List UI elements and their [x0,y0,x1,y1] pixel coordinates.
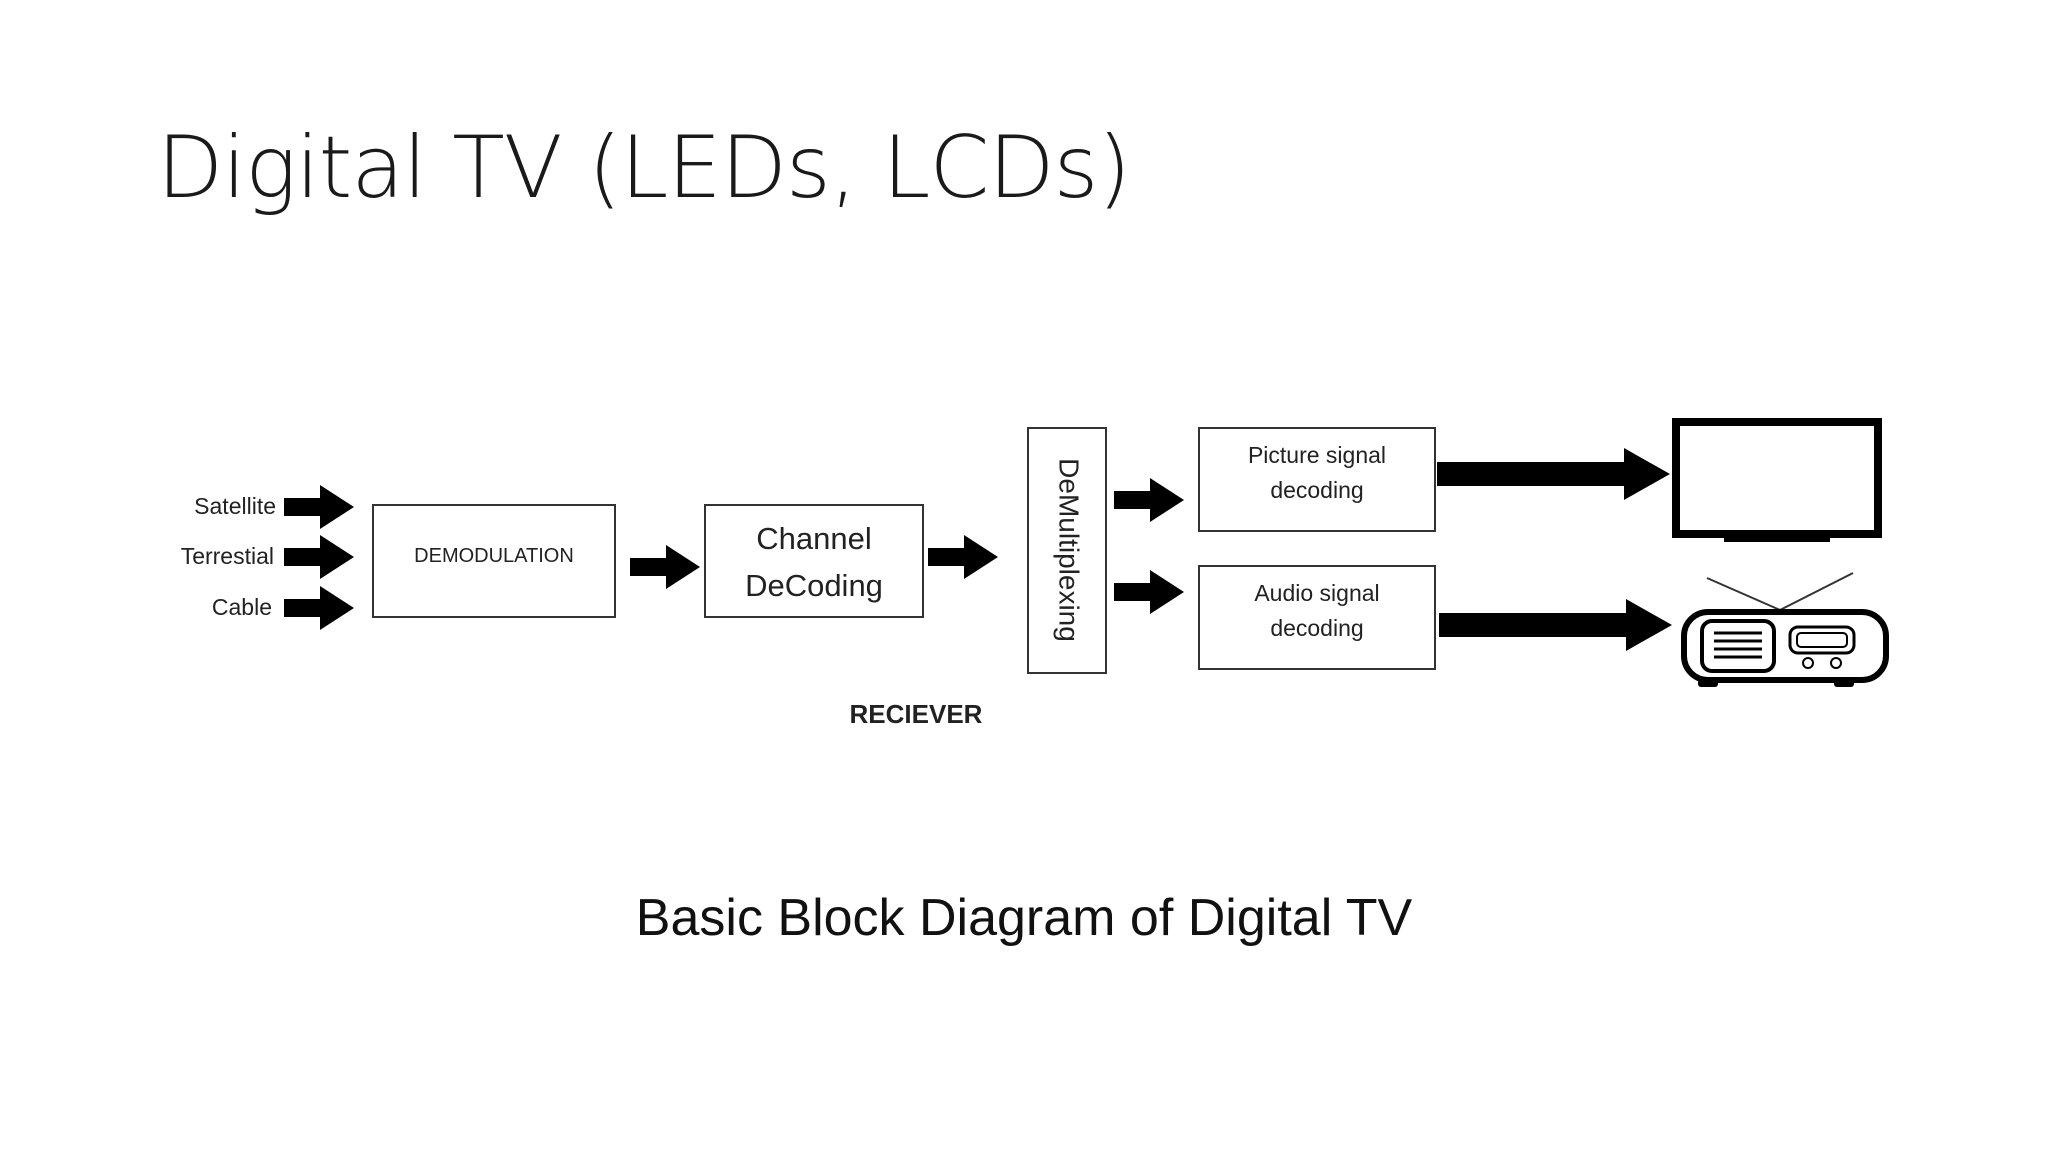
input-label-satellite: Satellite [194,493,276,519]
terrestial-arrow [284,535,354,579]
picture-to-tv-arrow [1437,448,1670,500]
television-icon [1672,418,1882,542]
audio-decoding-label-line2: decoding [1270,615,1363,641]
demod-to-channel-arrow [630,545,700,589]
receiver-label: RECIEVER [850,699,983,729]
demultiplexing-block [1027,427,1107,674]
slide-title: Digital TV (LEDs, LCDs) [157,118,1131,218]
picture-decoding-label-line2: decoding [1270,477,1363,503]
cable-arrow [284,586,354,630]
channel-decoding-label-line2: DeCoding [745,568,883,603]
input-label-cable: Cable [212,594,272,620]
demux-to-picture-arrow [1114,478,1184,522]
channel-decoding-label-line1: Channel [756,521,871,556]
slide-caption: Basic Block Diagram of Digital TV [635,889,1413,947]
picture-decoding-label-line1: Picture signal [1248,442,1386,468]
demodulation-label: DEMODULATION [414,545,574,567]
picture-decoding-block [1198,427,1436,532]
audio-decoding-label-line1: Audio signal [1254,580,1379,606]
radio-icon [1681,572,1889,687]
channel-to-demux-arrow [928,535,998,579]
channel-decoding-block [704,504,924,618]
audio-to-radio-arrow [1439,599,1672,651]
input-label-terrestial: Terrestial [181,543,274,569]
demux-to-audio-arrow [1114,570,1184,614]
satellite-arrow [284,485,354,529]
demodulation-block [372,504,616,618]
audio-decoding-block [1198,565,1436,670]
demultiplexing-label: DeMultiplexing [1054,458,1085,642]
